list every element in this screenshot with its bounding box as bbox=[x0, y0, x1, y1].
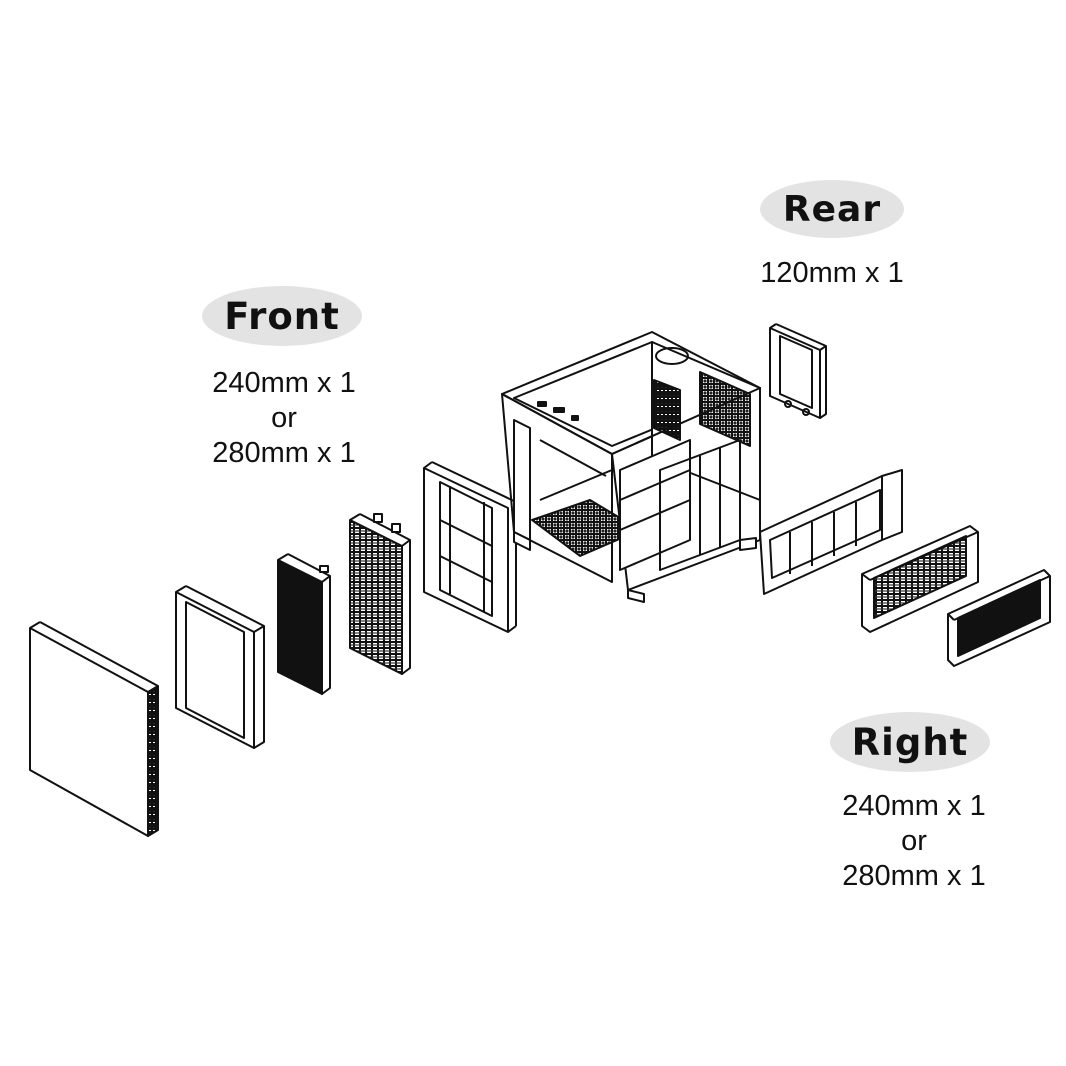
rear-spec: 120mm x 1 bbox=[742, 256, 922, 291]
right-spec-line1: 240mm x 1 bbox=[842, 790, 986, 822]
right-spec-line3: 280mm x 1 bbox=[842, 860, 986, 892]
right-radiator-fans bbox=[947, 569, 1051, 667]
right-label: Right bbox=[851, 720, 969, 764]
right-spec: 240mm x 1 or 280mm x 1 bbox=[824, 789, 1004, 894]
right-spec-line2: or bbox=[901, 825, 927, 857]
front-spec-line2: or bbox=[271, 402, 297, 434]
front-radiator-fans bbox=[277, 553, 331, 695]
front-radiator bbox=[349, 513, 411, 675]
right-radiator bbox=[861, 525, 979, 633]
front-bracket bbox=[423, 461, 517, 633]
right-bracket bbox=[759, 469, 903, 595]
rear-label: Rear bbox=[782, 188, 882, 230]
front-spec: 240mm x 1 or 280mm x 1 bbox=[194, 366, 374, 471]
front-filter-frame bbox=[175, 585, 265, 749]
rear-spec-line1: 120mm x 1 bbox=[760, 257, 904, 289]
front-label: Front bbox=[224, 294, 340, 338]
right-label-badge: Right bbox=[830, 712, 990, 772]
rear-fan bbox=[769, 323, 827, 419]
front-label-badge: Front bbox=[202, 286, 362, 346]
rear-label-badge: Rear bbox=[760, 180, 904, 238]
front-spec-line1: 240mm x 1 bbox=[212, 367, 356, 399]
front-spec-line3: 280mm x 1 bbox=[212, 437, 356, 469]
chassis bbox=[501, 331, 761, 603]
side-panel bbox=[29, 621, 159, 837]
